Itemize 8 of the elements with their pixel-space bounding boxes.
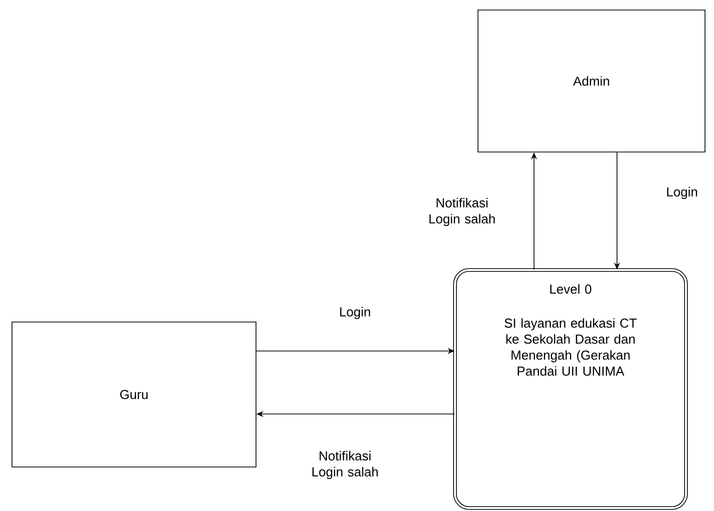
entity-box: Guru [12, 322, 256, 468]
edge-label: Login [667, 186, 698, 200]
level-label: Level 0 [550, 284, 592, 294]
edge-label: Notifikasi Login salah [312, 450, 378, 480]
edge-label: Login [340, 306, 370, 320]
edge-label: Notifikasi Login salah [429, 198, 495, 226]
process-text: SI layanan edukasi CT ke Sekolah Dasar dan Menengah (Gerakan Pandai UII UNIMA [504, 318, 637, 376]
entity-box: Admin [478, 10, 706, 152]
